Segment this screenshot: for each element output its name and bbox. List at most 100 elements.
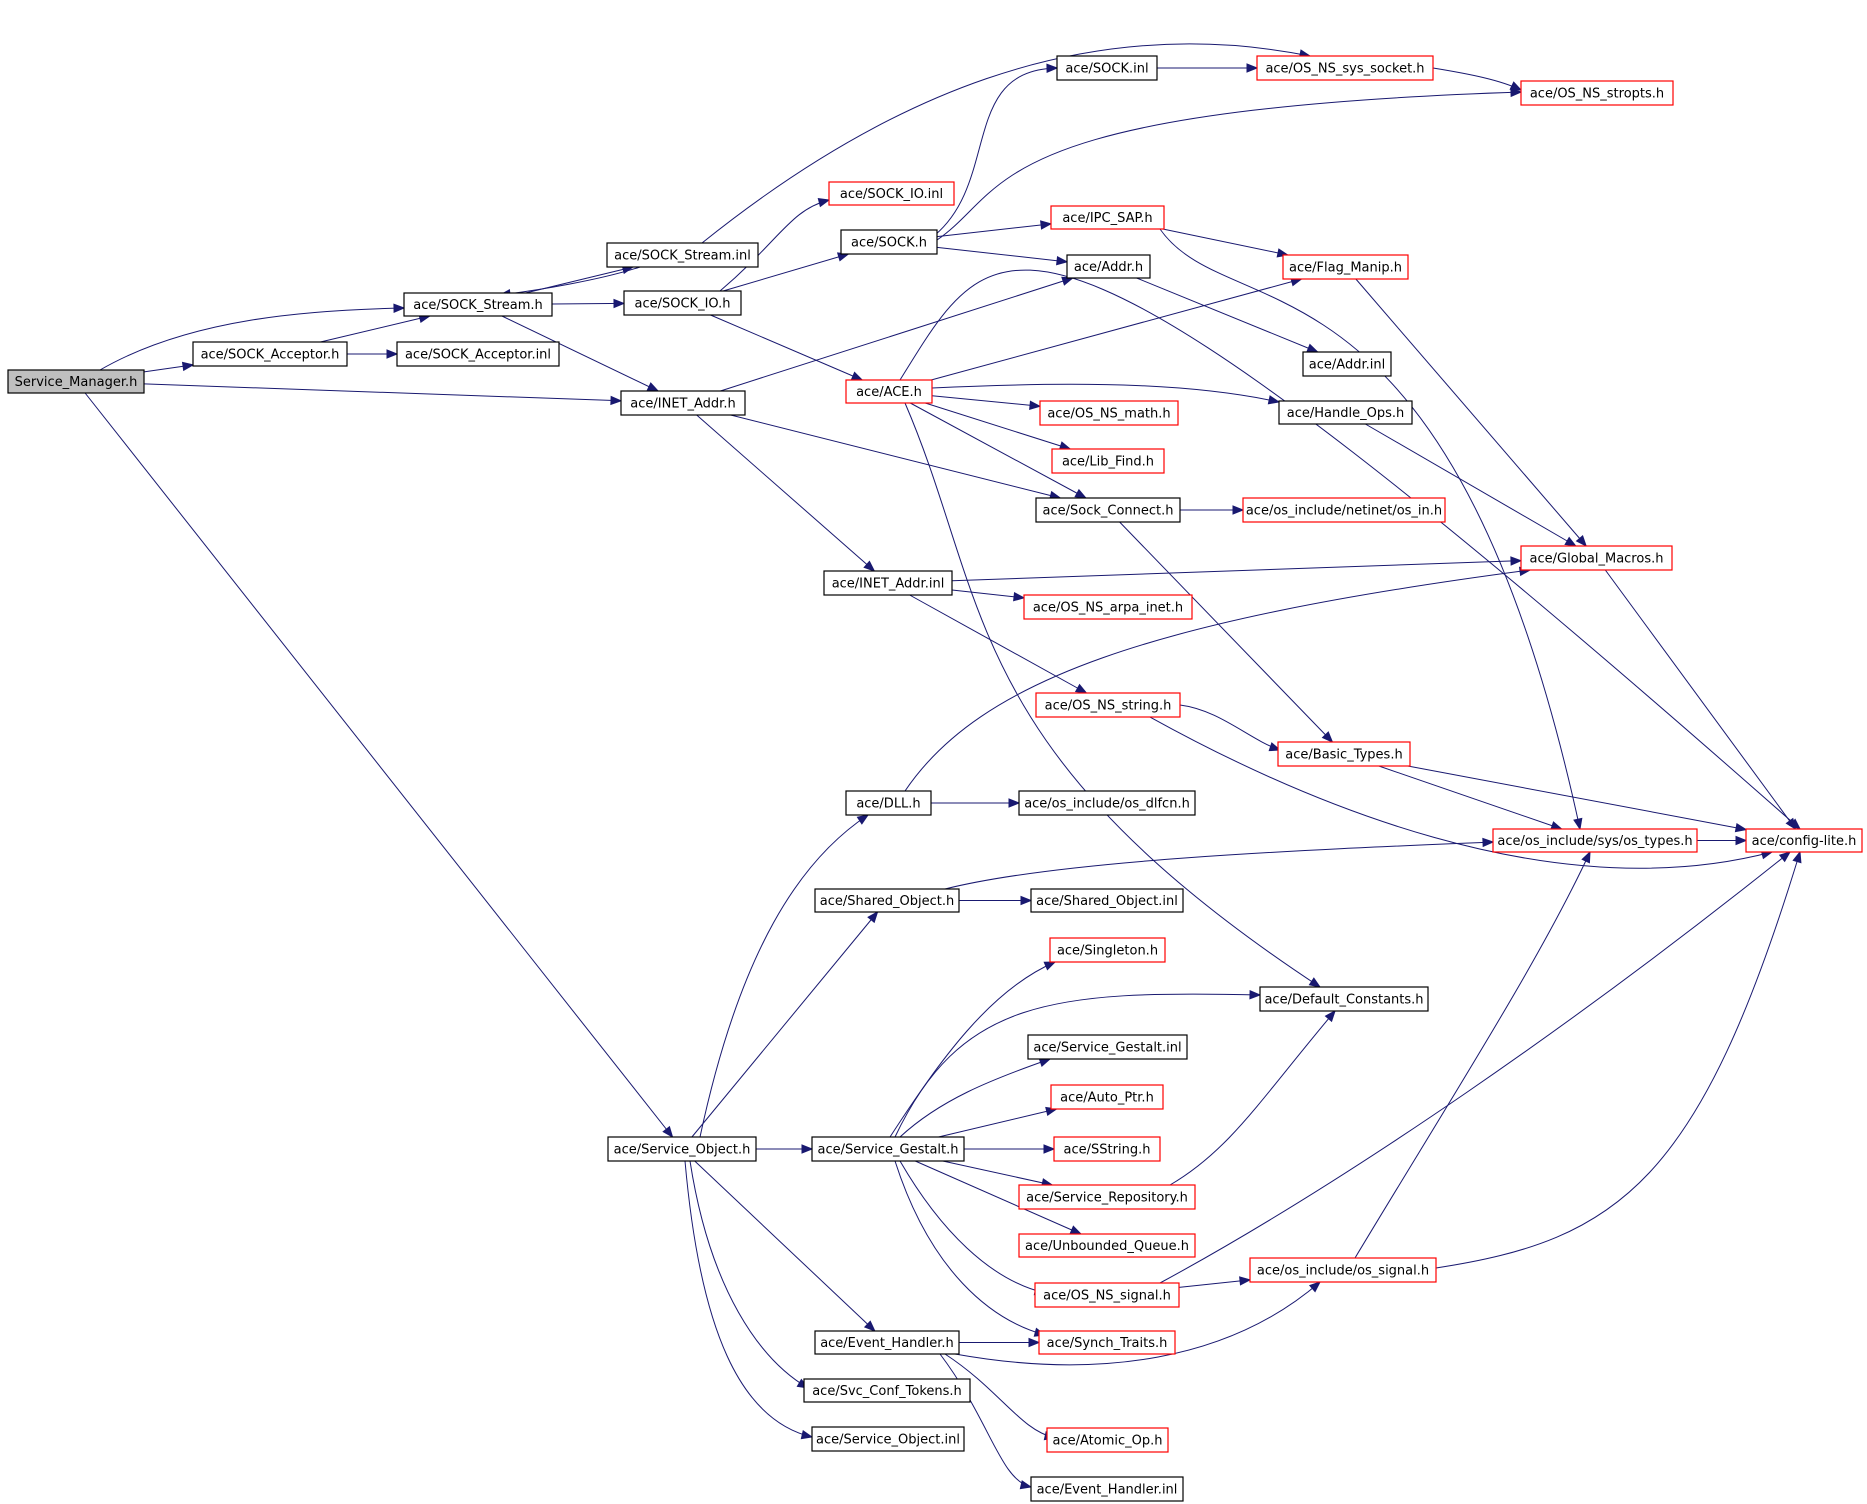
node-os-types[interactable]: ace/os_include/sys/os_types.h bbox=[1492, 828, 1698, 853]
node-box bbox=[1050, 1084, 1164, 1110]
node-sock-h[interactable]: ace/SOCK.h bbox=[840, 229, 938, 255]
edge-service-manager-to-sock-acceptor-h-arrowhead bbox=[181, 361, 195, 372]
node-basic-types[interactable]: ace/Basic_Types.h bbox=[1277, 741, 1411, 767]
node-addr-inl[interactable]: ace/Addr.inl bbox=[1302, 351, 1392, 377]
node-synch-traits[interactable]: ace/Synch_Traits.h bbox=[1038, 1330, 1176, 1355]
node-addr-h[interactable]: ace/Addr.h bbox=[1066, 254, 1151, 279]
node-sock-acceptor-h[interactable]: ace/SOCK_Acceptor.h bbox=[192, 341, 348, 367]
node-dll-h[interactable]: ace/DLL.h bbox=[845, 790, 932, 816]
node-os-ns-stropts[interactable]: ace/OS_NS_stropts.h bbox=[1520, 80, 1674, 106]
node-box bbox=[840, 229, 938, 255]
node-label: ace/INET_Addr.inl bbox=[832, 577, 945, 592]
node-sock-inl[interactable]: ace/SOCK.inl bbox=[1056, 55, 1158, 81]
node-atomic-op[interactable]: ace/Atomic_Op.h bbox=[1046, 1427, 1169, 1453]
edge-event-handler-h-to-atomic-op bbox=[944, 1353, 1056, 1439]
node-label: ace/Singleton.h bbox=[1057, 944, 1158, 959]
node-os-signal[interactable]: ace/os_include/os_signal.h bbox=[1249, 1257, 1437, 1283]
edge-shared-object-h-to-shared-object-inl-arrowhead bbox=[1020, 895, 1033, 906]
node-service-gestalt-inl[interactable]: ace/Service_Gestalt.inl bbox=[1027, 1034, 1188, 1060]
edge-os-ns-signal-to-os-signal-arrowhead bbox=[1239, 1276, 1252, 1286]
node-service-gestalt-h[interactable]: ace/Service_Gestalt.h bbox=[811, 1136, 965, 1162]
node-os-ns-math[interactable]: ace/OS_NS_math.h bbox=[1039, 400, 1179, 426]
node-label: ace/Addr.inl bbox=[1309, 358, 1385, 373]
node-service-object-h[interactable]: ace/Service_Object.h bbox=[607, 1136, 757, 1162]
node-service-repository[interactable]: ace/Service_Repository.h bbox=[1018, 1184, 1196, 1210]
node-inet-addr-h[interactable]: ace/INET_Addr.h bbox=[620, 390, 746, 416]
node-global-macros[interactable]: ace/Global_Macros.h bbox=[1520, 545, 1673, 571]
edge-ace-h-to-handle-ops bbox=[931, 383, 1280, 403]
node-unbounded-queue[interactable]: ace/Unbounded_Queue.h bbox=[1018, 1233, 1196, 1258]
node-box bbox=[1056, 55, 1158, 81]
edge-sock-io-h-to-sock-io-inl-arrowhead bbox=[817, 198, 831, 208]
node-sock-stream-h[interactable]: ace/SOCK_Stream.h bbox=[403, 292, 553, 317]
node-box bbox=[814, 888, 960, 913]
edge-dll-h-to-os-dlfcn-arrowhead bbox=[1008, 798, 1021, 808]
edge-service-gestalt-h-to-service-gestalt-inl-arrowhead bbox=[1038, 1057, 1052, 1067]
node-ipc-sap[interactable]: ace/IPC_SAP.h bbox=[1050, 205, 1165, 230]
node-os-ns-string[interactable]: ace/OS_NS_string.h bbox=[1035, 692, 1181, 718]
node-shared-object-inl[interactable]: ace/Shared_Object.inl bbox=[1030, 888, 1184, 913]
edge-os-signal-to-config-lite bbox=[1435, 851, 1801, 1269]
node-box bbox=[607, 1136, 757, 1162]
edge-addr-h-to-addr-inl bbox=[1136, 277, 1318, 353]
edge-event-handler-h-to-os-signal bbox=[954, 1281, 1321, 1366]
node-label: ace/Service_Gestalt.h bbox=[817, 1143, 958, 1158]
node-label: ace/OS_NS_stropts.h bbox=[1530, 87, 1664, 102]
node-shared-object-h[interactable]: ace/Shared_Object.h bbox=[814, 888, 960, 913]
edge-service-gestalt-h-to-service-gestalt-inl bbox=[899, 1058, 1051, 1138]
node-singleton[interactable]: ace/Singleton.h bbox=[1049, 937, 1166, 963]
node-sock-acceptor-inl[interactable]: ace/SOCK_Acceptor.inl bbox=[396, 341, 560, 367]
node-sock-io-h[interactable]: ace/SOCK_IO.h bbox=[623, 290, 742, 316]
node-service-manager[interactable]: Service_Manager.h bbox=[7, 369, 145, 394]
node-config-lite[interactable]: ace/config-lite.h bbox=[1745, 828, 1863, 853]
node-os-ns-sys-socket[interactable]: ace/OS_NS_sys_socket.h bbox=[1256, 55, 1434, 81]
edge-event-handler-h-to-event-handler-inl-arrowhead bbox=[1019, 1480, 1033, 1490]
node-netinet-os-in[interactable]: ace/os_include/netinet/os_in.h bbox=[1242, 497, 1446, 523]
node-label: ace/DLL.h bbox=[856, 797, 920, 812]
node-label: ace/SOCK.h bbox=[851, 236, 927, 251]
node-box bbox=[1302, 351, 1392, 377]
node-service-object-inl[interactable]: ace/Service_Object.inl bbox=[811, 1426, 965, 1452]
node-lib-find[interactable]: ace/Lib_Find.h bbox=[1051, 448, 1165, 474]
node-os-ns-signal[interactable]: ace/OS_NS_signal.h bbox=[1034, 1282, 1180, 1308]
node-os-ns-arpa-inet[interactable]: ace/OS_NS_arpa_inet.h bbox=[1023, 594, 1193, 620]
node-box bbox=[7, 369, 145, 394]
node-label: ace/IPC_SAP.h bbox=[1062, 211, 1152, 226]
edge-service-manager-to-inet-addr-h-arrowhead bbox=[610, 395, 623, 406]
node-label: ace/OS_NS_string.h bbox=[1045, 699, 1172, 714]
edge-sock-h-to-addr-h-arrowhead bbox=[1056, 255, 1069, 266]
node-label: ace/Sock_Connect.h bbox=[1043, 504, 1174, 519]
node-label: ace/ACE.h bbox=[856, 385, 922, 400]
edge-sock-h-to-os-ns-stropts bbox=[936, 91, 1522, 241]
node-svc-conf-tokens[interactable]: ace/Svc_Conf_Tokens.h bbox=[803, 1378, 971, 1403]
node-inet-addr-inl[interactable]: ace/INET_Addr.inl bbox=[823, 570, 953, 596]
node-label: ace/Auto_Ptr.h bbox=[1060, 1091, 1154, 1106]
node-flag-manip[interactable]: ace/Flag_Manip.h bbox=[1282, 254, 1409, 280]
node-os-dlfcn[interactable]: ace/os_include/os_dlfcn.h bbox=[1018, 790, 1196, 816]
node-box bbox=[845, 379, 933, 404]
node-label: ace/Lib_Find.h bbox=[1062, 455, 1154, 470]
node-label: ace/OS_NS_sys_socket.h bbox=[1265, 62, 1424, 77]
node-box bbox=[1050, 205, 1165, 230]
node-event-handler-inl[interactable]: ace/Event_Handler.inl bbox=[1030, 1476, 1184, 1502]
node-ace-h[interactable]: ace/ACE.h bbox=[845, 379, 933, 404]
edge-inet-addr-h-to-inet-addr-inl-arrowhead bbox=[863, 560, 876, 572]
node-box bbox=[1520, 80, 1674, 106]
node-event-handler-h[interactable]: ace/Event_Handler.h bbox=[814, 1330, 960, 1355]
node-sock-stream-inl[interactable]: ace/SOCK_Stream.inl bbox=[606, 242, 759, 268]
node-label: ace/SOCK_Acceptor.h bbox=[201, 348, 340, 363]
node-default-constants[interactable]: ace/Default_Constants.h bbox=[1259, 986, 1429, 1012]
edge-sock-stream-h-to-sock-io-h-arrowhead bbox=[613, 298, 626, 309]
edge-sock-connect-to-basic-types bbox=[1119, 521, 1333, 743]
node-handle-ops[interactable]: ace/Handle_Ops.h bbox=[1278, 400, 1413, 425]
edge-os-ns-string-to-config-lite bbox=[1149, 716, 1773, 869]
node-box bbox=[811, 1426, 965, 1452]
node-sstring[interactable]: ace/SString.h bbox=[1053, 1136, 1161, 1162]
node-sock-io-inl[interactable]: ace/SOCK_IO.inl bbox=[828, 181, 955, 206]
edge-sock-connect-to-netinet-os-in-arrowhead bbox=[1232, 505, 1245, 515]
node-auto-ptr[interactable]: ace/Auto_Ptr.h bbox=[1050, 1084, 1164, 1110]
node-box bbox=[1066, 254, 1151, 279]
node-sock-connect[interactable]: ace/Sock_Connect.h bbox=[1035, 497, 1181, 523]
edge-sock-io-h-to-ace-h-arrowhead bbox=[850, 371, 864, 381]
edge-service-object-h-to-dll-h bbox=[699, 814, 869, 1138]
